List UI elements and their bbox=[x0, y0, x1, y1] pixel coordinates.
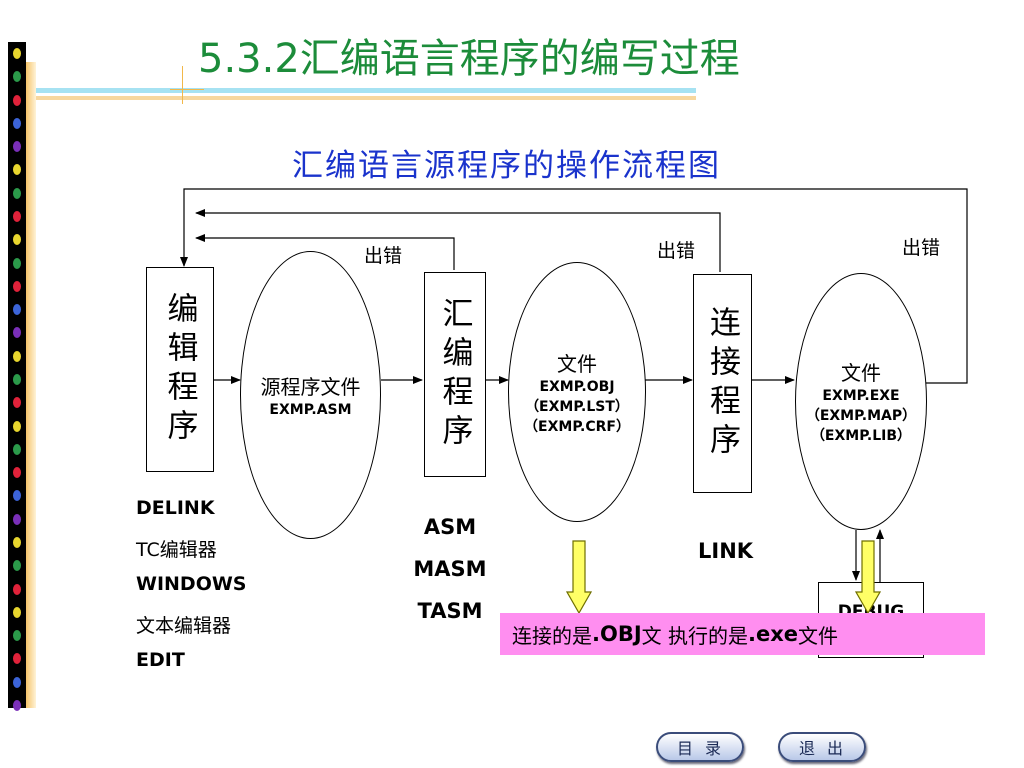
decorative-dot bbox=[13, 117, 21, 129]
assembler-tool: MASM bbox=[413, 557, 487, 581]
decorative-left-shadow bbox=[26, 62, 36, 708]
decorative-dot bbox=[13, 443, 21, 455]
process-edit-label: 编辑程序 bbox=[161, 291, 198, 448]
assembler-tools-list: ASM MASM TASM bbox=[404, 515, 496, 641]
exit-button[interactable]: 退出 bbox=[778, 732, 866, 762]
file-source-label: 源程序文件 bbox=[260, 374, 361, 399]
yellow-down-arrow-object bbox=[566, 540, 592, 614]
editor-tool: 文本编辑器 bbox=[136, 615, 232, 637]
decorative-dot bbox=[13, 327, 21, 339]
decorative-dot bbox=[13, 187, 21, 199]
page-title: 5.3.2汇编语言程序的编写过程 bbox=[198, 36, 740, 82]
file-exe-name: EXMP.EXE bbox=[822, 388, 900, 404]
process-link: 连接程序 bbox=[693, 274, 752, 493]
process-assemble-label: 汇编程序 bbox=[436, 296, 473, 453]
file-object-label: 文件 bbox=[557, 351, 597, 376]
decorative-dot bbox=[13, 164, 21, 176]
error-loop-link bbox=[195, 209, 721, 272]
callout-obj: .OBJ bbox=[592, 622, 642, 646]
title-underline-orange bbox=[36, 96, 696, 100]
decorative-dot bbox=[13, 700, 21, 711]
decorative-dot bbox=[13, 211, 21, 222]
error-loop-assemble bbox=[195, 234, 455, 270]
diagram-title: 汇编语言源程序的操作流程图 bbox=[292, 148, 721, 184]
linker-tool: LINK bbox=[698, 539, 754, 563]
decorative-dot bbox=[13, 467, 21, 479]
file-exe-ellipse: 文件 EXMP.EXE （EXMP.MAP） （EXMP.LIB） bbox=[795, 273, 927, 530]
callout-text: 连接的是 bbox=[512, 623, 592, 648]
process-link-label: 连接程序 bbox=[704, 305, 740, 462]
decorative-dot bbox=[13, 374, 21, 385]
assembler-tool: ASM bbox=[423, 515, 477, 539]
error-label-assemble: 出错 bbox=[364, 245, 403, 267]
callout-text: 文件 bbox=[798, 623, 839, 648]
process-edit: 编辑程序 bbox=[146, 267, 214, 472]
decorative-dot bbox=[13, 560, 21, 572]
decorative-dot bbox=[13, 397, 21, 409]
decorative-dot bbox=[13, 537, 21, 548]
decorative-dot bbox=[13, 350, 21, 362]
decorative-dot bbox=[13, 280, 21, 292]
title-underline-cyan bbox=[36, 88, 696, 93]
decorative-dot bbox=[13, 141, 21, 153]
file-object-name: EXMP.OBJ bbox=[539, 378, 615, 395]
file-object-ellipse: 文件 EXMP.OBJ （EXMP.LST） （EXMP.CRF） bbox=[508, 262, 646, 522]
decorative-dot bbox=[13, 606, 21, 618]
decorative-dot bbox=[13, 653, 21, 665]
yellow-down-arrow-exe bbox=[855, 540, 881, 614]
decorative-dot bbox=[13, 257, 21, 269]
file-exe-label: 文件 bbox=[841, 361, 881, 385]
decorative-dot bbox=[13, 420, 21, 432]
editor-tool: TC编辑器 bbox=[136, 539, 217, 561]
file-source-ellipse: 源程序文件 EXMP.ASM bbox=[240, 251, 381, 539]
editor-tools-list: DELINK TC编辑器 WINDOWS 文本编辑器 EDIT bbox=[136, 497, 247, 687]
callout-exe: .exe bbox=[748, 622, 799, 646]
editor-tool: WINDOWS bbox=[136, 573, 247, 595]
decorative-dot bbox=[13, 94, 21, 106]
error-loop-exe bbox=[180, 188, 968, 384]
decorative-crosshair bbox=[182, 66, 183, 104]
decorative-dot bbox=[13, 490, 21, 502]
assembler-tool: TASM bbox=[417, 599, 483, 623]
decorative-dot bbox=[13, 71, 21, 83]
decorative-dot bbox=[13, 304, 21, 316]
file-listing-name: （EXMP.LST） bbox=[525, 398, 629, 415]
editor-tool: DELINK bbox=[136, 497, 215, 519]
editor-tool: EDIT bbox=[136, 649, 185, 671]
file-map-name: （EXMP.MAP） bbox=[805, 408, 917, 424]
decorative-dot bbox=[13, 583, 21, 595]
file-lib-name: （EXMP.LIB） bbox=[810, 428, 912, 444]
file-crossref-name: （EXMP.CRF） bbox=[524, 418, 630, 435]
decorative-dot bbox=[13, 234, 21, 246]
decorative-dot bbox=[13, 676, 21, 688]
error-label-exe: 出错 bbox=[902, 237, 941, 259]
decorative-left-strip bbox=[8, 42, 26, 711]
process-assemble: 汇编程序 bbox=[424, 272, 486, 477]
decorative-dot bbox=[13, 630, 21, 642]
decorative-dot bbox=[13, 513, 21, 525]
error-label-link: 出错 bbox=[657, 240, 696, 262]
contents-button[interactable]: 目录 bbox=[656, 732, 744, 762]
file-source-name: EXMP.ASM bbox=[269, 401, 352, 418]
decorative-crosshair bbox=[170, 89, 204, 90]
decorative-dot bbox=[13, 48, 21, 59]
callout-text: 文 执行的是 bbox=[641, 623, 749, 648]
